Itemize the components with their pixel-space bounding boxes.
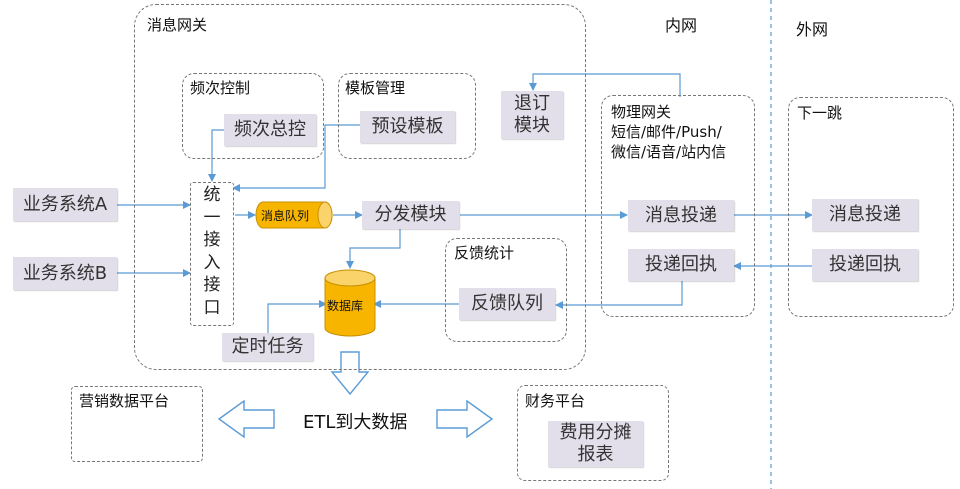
unsubscribe-module-node[interactable]: 退订 模块 <box>501 91 563 139</box>
message-queue-shape <box>255 201 333 229</box>
interface-char-2: 一 <box>203 207 221 228</box>
gateway-receipt-node[interactable]: 投递回执 <box>628 249 734 281</box>
etl-down-arrow <box>330 351 370 396</box>
unified-interface-node[interactable] <box>190 182 234 326</box>
feedback-stats-title: 反馈统计 <box>454 244 515 262</box>
physical-gateway-region <box>601 95 755 317</box>
finance-platform-title: 财务平台 <box>525 392 586 410</box>
frequency-control-title: 频次控制 <box>190 79 251 97</box>
gateway-delivery-node[interactable]: 消息投递 <box>628 200 734 231</box>
arrow-gateway-to-unsubscribe <box>529 73 681 97</box>
etl-left-arrow <box>217 399 275 439</box>
physical-gateway-title: 物理网关 短信/邮件/Push/ 微信/语音/站内信 <box>611 102 726 162</box>
next-hop-title: 下一跳 <box>797 104 843 122</box>
arrow-task-to-database <box>267 300 327 333</box>
interface-char-1: 统 <box>203 185 221 205</box>
marketing-platform-region <box>71 386 203 462</box>
etl-right-arrow <box>436 399 494 439</box>
finance-platform-region <box>517 385 669 481</box>
interface-char-3: 接 <box>203 230 221 250</box>
database-label: 数据库 <box>327 299 364 313</box>
preset-template-node[interactable]: 预设模板 <box>360 111 455 143</box>
arrow-template-to-interface <box>232 124 360 192</box>
message-queue-label: 消息队列 <box>261 209 310 223</box>
database-shape <box>324 269 376 337</box>
template-mgmt-title: 模板管理 <box>345 79 406 97</box>
zone-label-intranet: 内网 <box>665 16 698 35</box>
interface-char-6: 口 <box>203 297 221 318</box>
zone-label-extranet: 外网 <box>796 20 829 39</box>
arrow-receipt-to-feedback <box>555 281 683 309</box>
scheduled-task-node[interactable]: 定时任务 <box>222 333 313 361</box>
next-hop-region <box>788 97 954 317</box>
unified-interface-label: 统 一 接 入 接 口 <box>202 184 222 319</box>
physical-gateway-title-line-1: 物理网关 <box>611 103 672 121</box>
arrow-dispatch-to-database <box>346 229 401 269</box>
cost-allocation-report-node[interactable]: 费用分摊 报表 <box>548 421 643 467</box>
next-hop-delivery-node[interactable]: 消息投递 <box>812 199 918 231</box>
physical-gateway-title-line-3: 微信/语音/站内信 <box>611 143 727 161</box>
feedback-queue-node[interactable]: 反馈队列 <box>459 288 555 320</box>
interface-char-5: 接 <box>203 275 221 295</box>
gateway-title: 消息网关 <box>147 16 208 34</box>
template-mgmt-region <box>338 73 476 159</box>
dispatch-module-node[interactable]: 分发模块 <box>362 201 459 229</box>
gateway-region <box>134 4 586 370</box>
arrow-frequency-to-interface <box>208 129 224 182</box>
business-system-b-node[interactable]: 业务系统B <box>13 257 117 290</box>
next-hop-receipt-node[interactable]: 投递回执 <box>812 249 918 281</box>
interface-char-4: 入 <box>203 252 221 273</box>
frequency-control-region <box>182 73 324 159</box>
physical-gateway-title-line-2: 短信/邮件/Push/ <box>611 123 722 141</box>
etl-label: ETL到大数据 <box>303 412 408 433</box>
business-system-a-node[interactable]: 业务系统A <box>13 188 117 221</box>
feedback-stats-region <box>445 238 567 342</box>
frequency-master-node[interactable]: 频次总控 <box>224 114 316 146</box>
marketing-platform-title: 营销数据平台 <box>79 392 170 410</box>
